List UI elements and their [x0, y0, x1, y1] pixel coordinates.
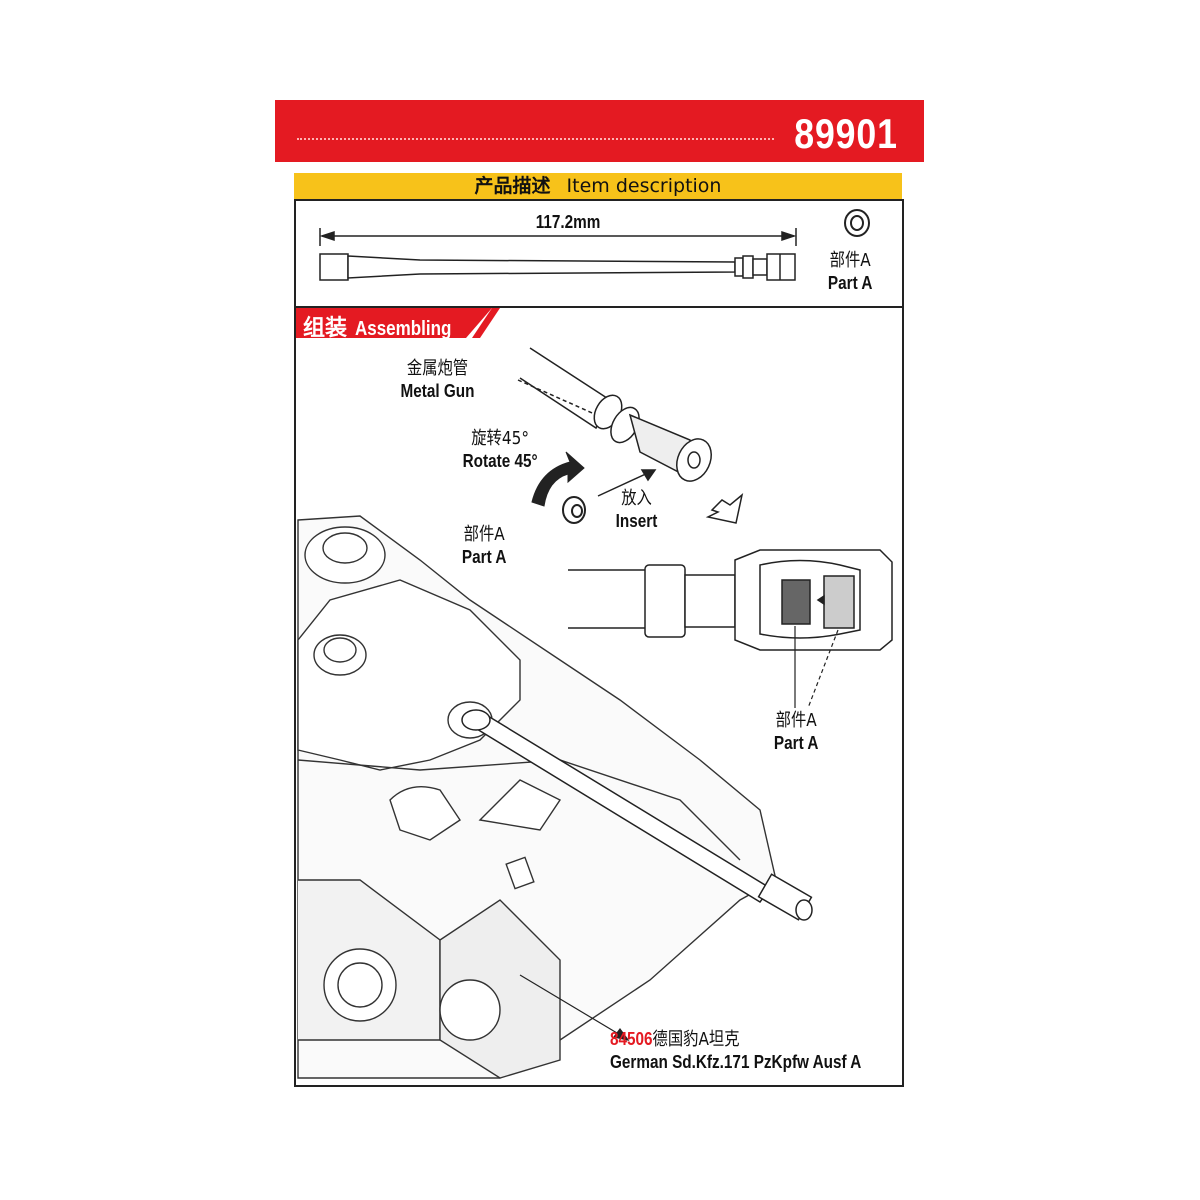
rotate-en: Rotate 45°: [462, 451, 538, 471]
rotate-label: 旋转45° Rotate 45°: [463, 428, 538, 472]
part-a-ring-left: [562, 496, 586, 524]
muzzle-detail: [517, 347, 712, 482]
insert-en: Insert: [615, 511, 658, 531]
rotate-arrow: [531, 451, 585, 507]
insert-label: 放入 Insert: [616, 488, 658, 532]
metal-gun-zh: 金属炮管: [406, 358, 469, 379]
instruction-frame: [294, 199, 904, 1087]
part-a-right-en: Part A: [773, 733, 819, 753]
barrel-drawing: [319, 253, 796, 281]
header-banner: 89901: [275, 100, 924, 162]
model-number: 84506: [610, 1029, 653, 1049]
part-a-right-zh: 部件A: [775, 710, 817, 731]
header-dotted-line: [297, 138, 774, 140]
assembling-tab: [296, 308, 500, 338]
part-a-label-top: 部件A Part A: [828, 250, 873, 294]
tank-illustration: [297, 515, 777, 1079]
dimension-line: [319, 228, 797, 246]
model-en: German Sd.Kfz.171 PzKpfw Ausf A: [610, 1052, 862, 1072]
item-description-zh: 产品描述: [474, 175, 551, 197]
metal-gun-label: 金属炮管 Metal Gun: [401, 358, 475, 402]
part-a-label-left: 部件A Part A: [462, 524, 507, 568]
section-divider: [294, 306, 904, 308]
part-a-left-en: Part A: [461, 547, 507, 567]
model-leader: [519, 974, 630, 1041]
cutaway-detail: [568, 549, 893, 651]
metal-gun-en: Metal Gun: [400, 381, 475, 401]
part-a-leader: [794, 626, 839, 709]
part-a-label-right: 部件A Part A: [774, 710, 819, 754]
rotate-zh: 旋转45°: [471, 428, 529, 449]
part-a-top-en: Part A: [827, 273, 873, 293]
insert-zh: 放入: [621, 488, 652, 509]
model-zh: 德国豹A坦克: [652, 1029, 740, 1050]
pointer-arrow: [705, 493, 744, 524]
part-a-top-zh: 部件A: [829, 250, 871, 271]
item-description-en: Item description: [566, 175, 722, 197]
model-label: 84506德国豹A坦克 German Sd.Kfz.171 PzKpfw Aus…: [610, 1028, 861, 1073]
insert-arrow: [597, 469, 657, 497]
assembling-zh: 组装: [303, 316, 348, 341]
part-a-left-zh: 部件A: [463, 524, 505, 545]
product-code: 89901: [794, 110, 898, 157]
model-title-line: 84506德国豹A坦克: [610, 1028, 861, 1051]
tank-gun-barrel: [461, 709, 813, 921]
barrel-length: 117.2mm: [535, 212, 601, 232]
assembling-title: 组装 Assembling: [303, 310, 468, 342]
item-description-bar: 产品描述 Item description: [294, 173, 902, 199]
part-a-ring-top: [844, 209, 870, 237]
assembling-en: Assembling: [354, 318, 452, 340]
